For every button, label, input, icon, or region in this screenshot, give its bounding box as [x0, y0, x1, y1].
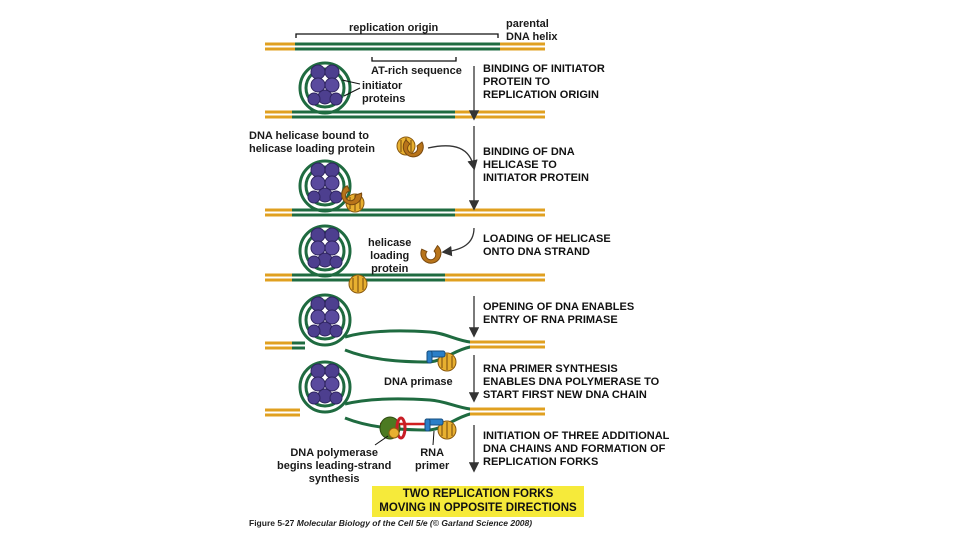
initiator-protein-cluster: [307, 64, 343, 106]
helicase-loading-protein-label: helicase loading protein: [368, 237, 412, 275]
result-box: TWO REPLICATION FORKS MOVING IN OPPOSITE…: [372, 486, 584, 517]
helicase-bound-label: DNA helicase bound to helicase loading p…: [249, 130, 375, 155]
polymerase-icon: [379, 416, 407, 440]
figure-number: Figure 5-27: [249, 518, 295, 528]
panel-primer-synthesis: [265, 360, 545, 446]
panel-origin: [265, 33, 545, 62]
figure-source: Molecular Biology of the Cell 5/e (© Gar…: [296, 518, 533, 528]
step-2: BINDING OF DNA HELICASE TO INITIATOR PRO…: [483, 146, 589, 184]
dna-primase-label: DNA primase: [384, 376, 453, 388]
panel-initiator-bound: [265, 61, 545, 119]
at-rich-bracket: [371, 57, 457, 62]
panel-helicase-loading: [265, 224, 545, 294]
step-6: INITIATION OF THREE ADDITIONAL DNA CHAIN…: [483, 430, 670, 468]
panel-opening: [265, 293, 545, 372]
replication-origin-label: replication origin: [349, 22, 439, 34]
step-5: RNA PRIMER SYNTHESIS ENABLES DNA POLYMER…: [483, 363, 660, 401]
panel-helicase-binding: [265, 136, 545, 217]
step-1: BINDING OF INITIATOR PROTEIN TO REPLICAT…: [483, 63, 605, 101]
figure-caption: Figure 5-27 Molecular Biology of the Cel…: [249, 518, 532, 528]
rna-primer-label: RNA primer: [415, 447, 450, 472]
initiator-proteins-label: initiator proteins: [362, 80, 406, 105]
dna-polymerase-label: DNA polymerase begins leading-strand syn…: [277, 447, 392, 485]
at-rich-sequence-label: AT-rich sequence: [371, 65, 462, 77]
step-3: LOADING OF HELICASE ONTO DNA STRAND: [483, 233, 611, 258]
step-4: OPENING OF DNA ENABLES ENTRY OF RNA PRIM…: [483, 301, 635, 326]
released-loader-icon: [418, 242, 445, 267]
origin-bracket: [295, 33, 499, 38]
parental-dna-helix-label: parental DNA helix: [506, 18, 558, 43]
